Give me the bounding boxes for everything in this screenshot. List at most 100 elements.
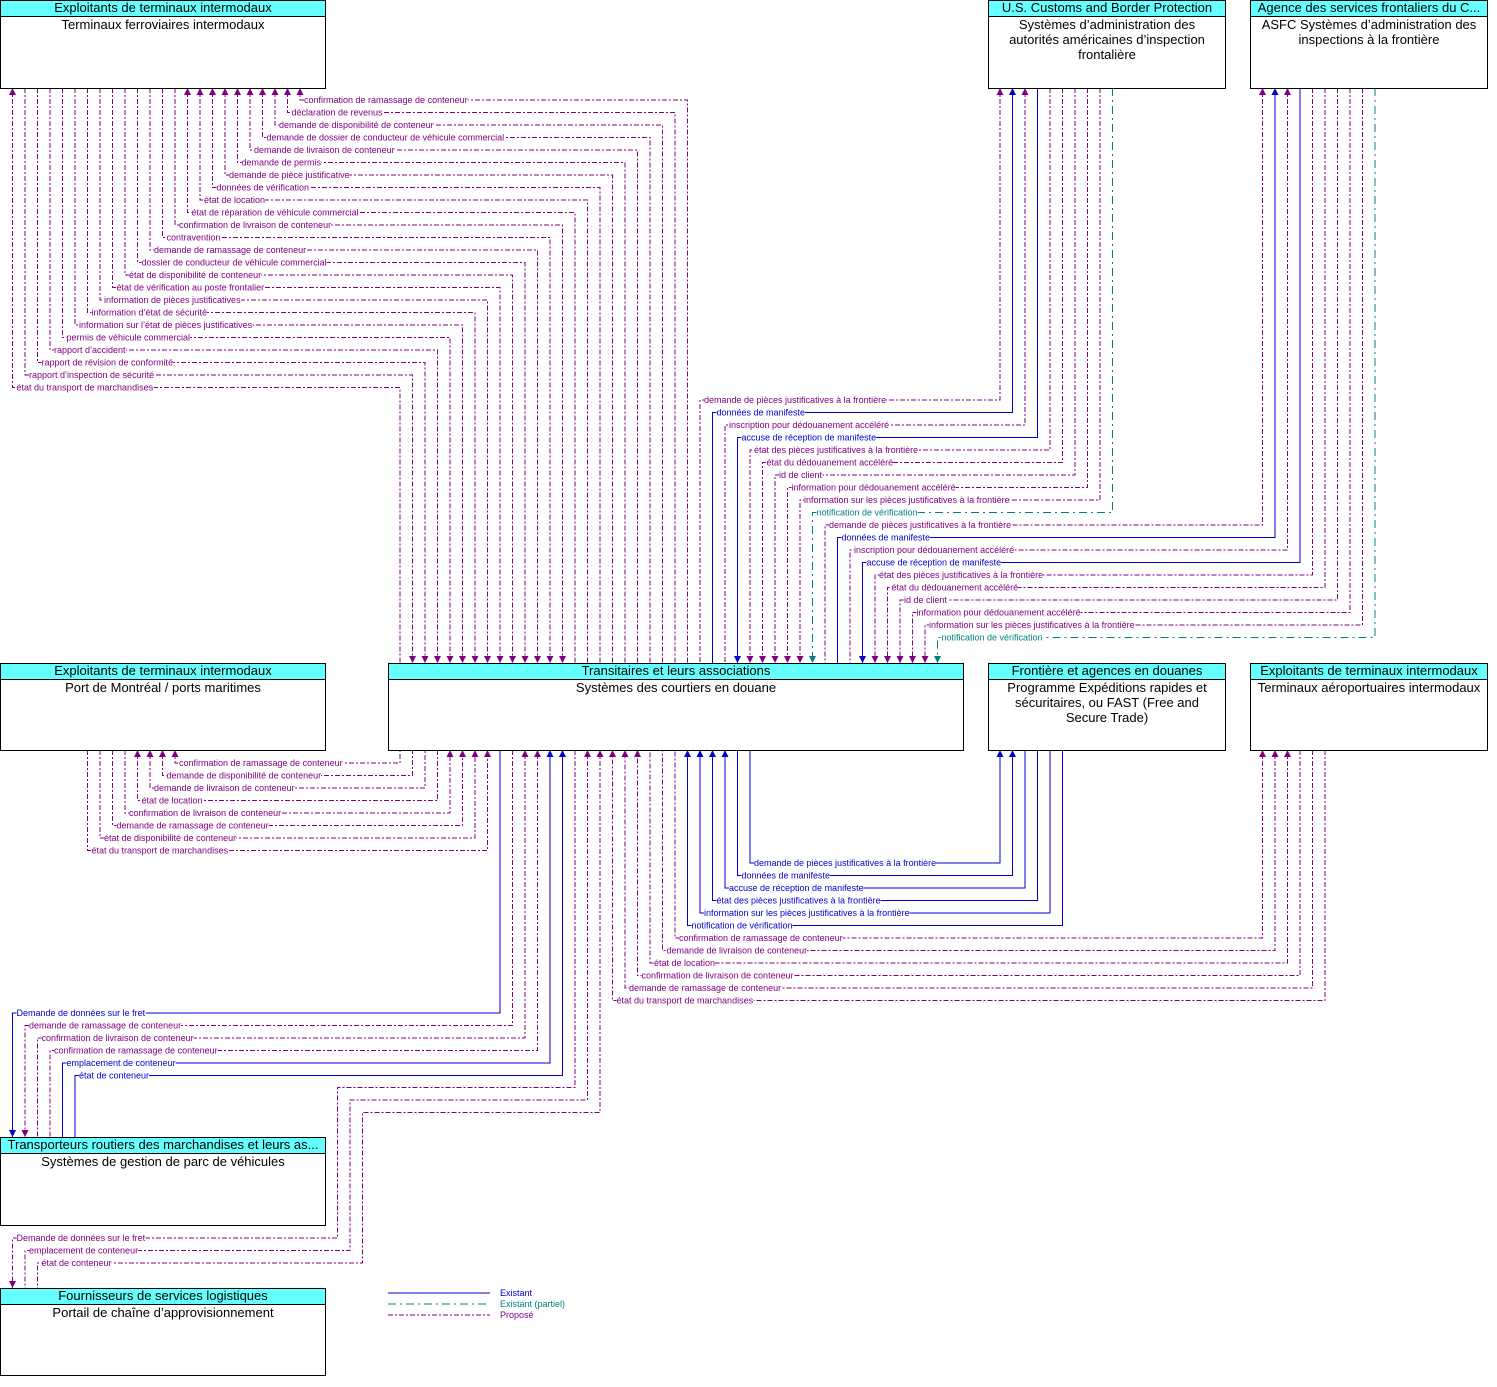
flow-line-cbp[interactable] [812, 88, 1113, 663]
flow-line-rail[interactable] [137, 88, 526, 663]
flow-label: information sur les pièces justificative… [804, 495, 1010, 505]
flow-line-portal[interactable] [24, 750, 588, 1288]
flow-line-trucks[interactable] [62, 750, 551, 1137]
flow-label: état des pièces justificatives à la fron… [717, 896, 881, 906]
node-asfc[interactable]: Agence des services frontaliers du C... … [1250, 0, 1488, 89]
flow-line-asfc[interactable] [874, 88, 1313, 663]
flow-line-asfc[interactable] [899, 88, 1338, 663]
arrowhead-icon [209, 88, 216, 95]
flow-line-asfc[interactable] [862, 88, 1301, 663]
flow-line-rail[interactable] [149, 88, 538, 663]
flow-line-aero[interactable] [662, 750, 1276, 951]
flow-line-rail[interactable] [74, 88, 463, 663]
flow-line-rail[interactable] [49, 88, 438, 663]
flow-line-port[interactable] [112, 750, 463, 826]
label-background [54, 346, 127, 354]
flow-line-port[interactable] [124, 750, 451, 814]
node-rail-terminals[interactable]: Exploitants de terminaux intermodaux Ter… [0, 0, 326, 89]
arrowhead-icon [759, 656, 766, 663]
flow-line-asfc[interactable] [912, 88, 1351, 663]
label-background [716, 896, 881, 905]
flow-line-rail[interactable] [249, 88, 638, 663]
flow-line-rail[interactable] [162, 88, 551, 663]
label-background [729, 421, 890, 429]
node-freight-forwarders[interactable]: Transitaires et leurs associations Systè… [388, 663, 964, 751]
flow-line-rail[interactable] [99, 88, 488, 663]
node-name: Systèmes d’administration des autorités … [1009, 17, 1205, 62]
flow-label: demande de pièces justificatives à la fr… [704, 395, 886, 405]
flow-line-cbp[interactable] [762, 88, 1063, 663]
node-header: Fournisseurs de services logistiques [1, 1289, 325, 1305]
flow-line-rail[interactable] [224, 88, 613, 663]
label-background [229, 171, 350, 179]
label-background [279, 121, 434, 129]
arrowhead-icon [696, 750, 704, 757]
flow-line-cbp[interactable] [749, 88, 1051, 663]
flow-line-aero[interactable] [612, 750, 1326, 1001]
arrowhead-icon [521, 656, 529, 663]
arrowhead-icon [584, 750, 591, 757]
label-background [754, 859, 937, 867]
flow-line-rail[interactable] [62, 88, 451, 663]
arrowhead-icon [934, 656, 941, 663]
node-port-montreal[interactable]: Exploitants de terminaux intermodaux Por… [0, 663, 326, 751]
flow-line-cbp[interactable] [712, 88, 1013, 663]
flow-line-cbp[interactable] [737, 88, 1038, 663]
node-truck-carriers[interactable]: Transporteurs routiers des marchandises … [0, 1137, 326, 1226]
flow-line-rail[interactable] [174, 88, 563, 663]
node-logistics-portal[interactable]: Fournisseurs de services logistiques Por… [0, 1288, 326, 1376]
flow-label: état de disponibilité de conteneur [104, 833, 236, 843]
flow-line-asfc[interactable] [824, 88, 1263, 663]
flow-line-rail[interactable] [212, 88, 601, 663]
node-name: Portail de chaîne d’approvisionnement [52, 1305, 274, 1320]
flow-line-aero[interactable] [674, 750, 1263, 939]
flow-label: état du dédouanement accéléré [767, 458, 894, 468]
flow-line-rail[interactable] [187, 88, 576, 663]
flow-line-rail[interactable] [274, 88, 663, 663]
flow-line-asfc[interactable] [924, 88, 1363, 663]
flow-line-asfc[interactable] [849, 88, 1288, 663]
node-airport-terminals[interactable]: Exploitants de terminaux intermodaux Ter… [1250, 663, 1488, 751]
flow-line-fast[interactable] [737, 750, 1013, 876]
arrowhead-icon [921, 656, 929, 663]
arrowhead-icon [471, 750, 479, 757]
flow-line-portal[interactable] [37, 750, 601, 1288]
flow-line-rail[interactable] [112, 88, 501, 663]
flow-label: état de conteneur [42, 1258, 112, 1268]
flow-line-fast[interactable] [687, 750, 1063, 926]
flow-line-rail[interactable] [299, 88, 688, 663]
flow-line-rail[interactable] [24, 88, 413, 663]
flow-line-trucks[interactable] [74, 750, 563, 1137]
flow-line-rail[interactable] [87, 88, 476, 663]
arrowhead-icon [521, 750, 529, 757]
flow-line-asfc[interactable] [837, 88, 1276, 663]
label-background [854, 546, 1015, 554]
flow-line-rail[interactable] [199, 88, 588, 663]
flow-line-asfc[interactable] [937, 88, 1376, 663]
flow-line-port[interactable] [99, 750, 476, 839]
flow-line-port[interactable] [137, 750, 438, 801]
flow-line-portal[interactable] [12, 750, 576, 1288]
flow-line-trucks[interactable] [49, 750, 538, 1137]
flow-line-fast[interactable] [749, 750, 1001, 864]
flow-line-aero[interactable] [624, 750, 1313, 989]
flow-line-fast[interactable] [724, 750, 1026, 889]
flow-line-rail[interactable] [287, 88, 676, 663]
node-us-cbp[interactable]: U.S. Customs and Border Protection Systè… [988, 0, 1226, 89]
flow-line-port[interactable] [87, 750, 488, 851]
node-fast-program[interactable]: Frontière et agences en douanes Programm… [988, 663, 1226, 751]
node-name: Terminaux ferroviaires intermodaux [61, 17, 265, 32]
flow-line-cbp[interactable] [787, 88, 1088, 663]
flow-line-asfc[interactable] [887, 88, 1326, 663]
flow-line-trucks[interactable] [37, 750, 526, 1137]
flow-line-cbp[interactable] [774, 88, 1076, 663]
flow-line-aero[interactable] [649, 750, 1288, 964]
flow-line-rail[interactable] [237, 88, 626, 663]
flow-line-trucks[interactable] [24, 750, 513, 1137]
arrowhead-icon [1271, 88, 1279, 95]
flow-line-aero[interactable] [637, 750, 1301, 976]
node-header: Exploitants de terminaux intermodaux [1, 1, 325, 17]
flow-label: demande de livraison de conteneur [254, 145, 395, 155]
flow-line-port[interactable] [149, 750, 426, 789]
flow-line-trucks[interactable] [12, 750, 501, 1137]
